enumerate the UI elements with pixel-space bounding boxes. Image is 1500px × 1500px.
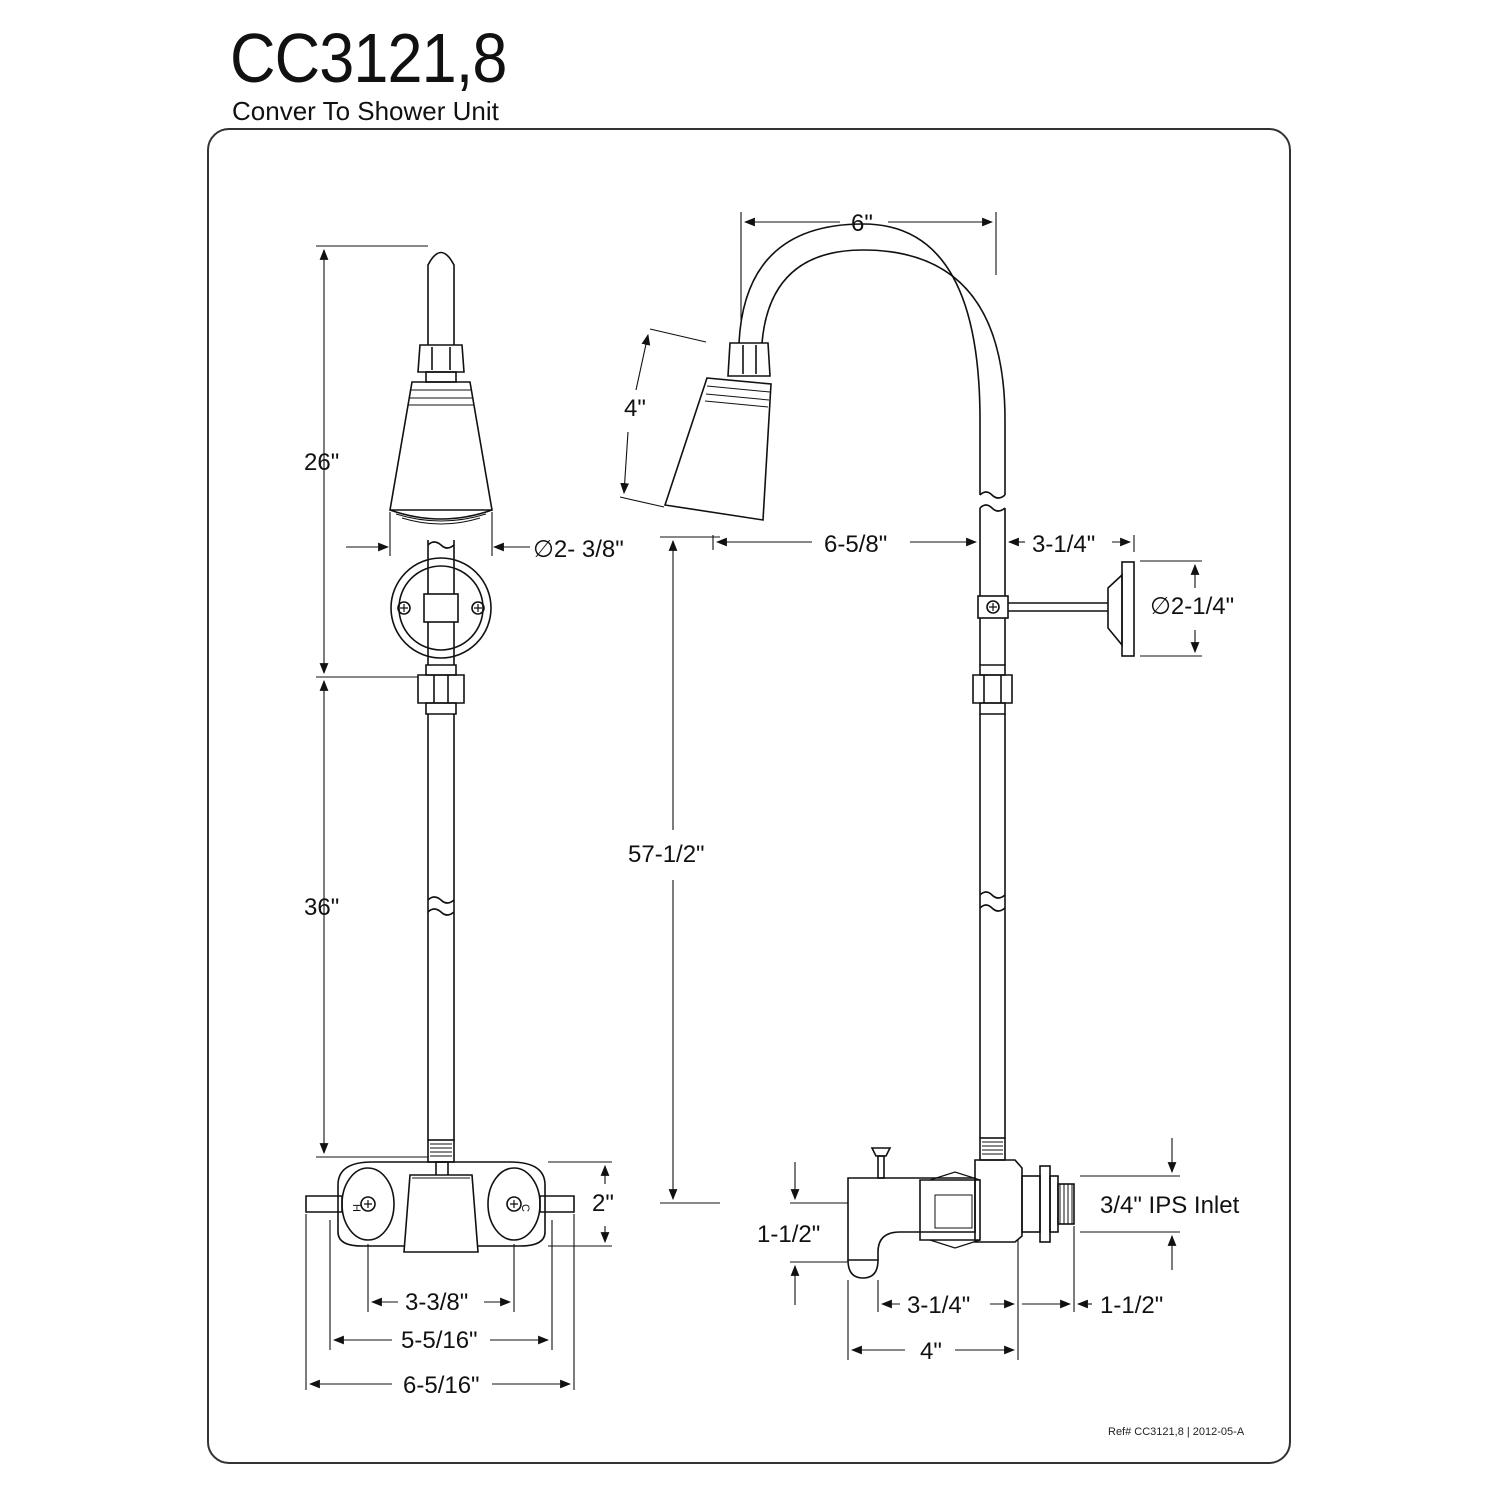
dim-inlet-length: 1-1/2" xyxy=(1100,1292,1163,1319)
front-view xyxy=(305,251,575,1253)
dim-spout-reach: 3-1/4" xyxy=(907,1292,970,1319)
dim-overall-top-height: 26" xyxy=(304,449,339,476)
dim-faucet-height: 2" xyxy=(592,1190,614,1217)
dim-ips-inlet: 3/4" IPS Inlet xyxy=(1100,1192,1240,1219)
dim-overall-width: 6-5/16" xyxy=(403,1372,480,1399)
side-view xyxy=(663,223,1135,1279)
hot-mark: H xyxy=(350,1204,362,1212)
dim-riser-height: 36" xyxy=(304,894,339,921)
dim-head-length: 4" xyxy=(624,395,646,422)
dim-bracket-offset: 3-1/4" xyxy=(1032,531,1095,558)
cold-mark: C xyxy=(519,1204,531,1212)
dim-flange-diameter: ∅2-1/4" xyxy=(1150,593,1234,620)
dim-handle-centers: 3-3/8" xyxy=(405,1289,468,1316)
dim-head-offset: 6-5/8" xyxy=(824,531,887,558)
dim-total-height: 57-1/2" xyxy=(628,841,705,868)
drawing-frame xyxy=(207,128,1291,1464)
dimension-lines xyxy=(305,212,1202,1390)
model-number: CC3121,8 xyxy=(230,19,507,97)
reference-code: Ref# CC3121,8 | 2012-05-A xyxy=(1108,1426,1245,1438)
dim-spout-drop: 1-1/2" xyxy=(757,1221,820,1248)
dim-showerhead-diameter: ∅2- 3/8" xyxy=(533,536,624,563)
product-subtitle: Conver To Shower Unit xyxy=(232,96,499,126)
dim-body-width: 5-5/16" xyxy=(401,1327,478,1354)
dim-arm-reach: 6" xyxy=(851,210,873,237)
dim-spout-depth: 4" xyxy=(920,1338,942,1365)
